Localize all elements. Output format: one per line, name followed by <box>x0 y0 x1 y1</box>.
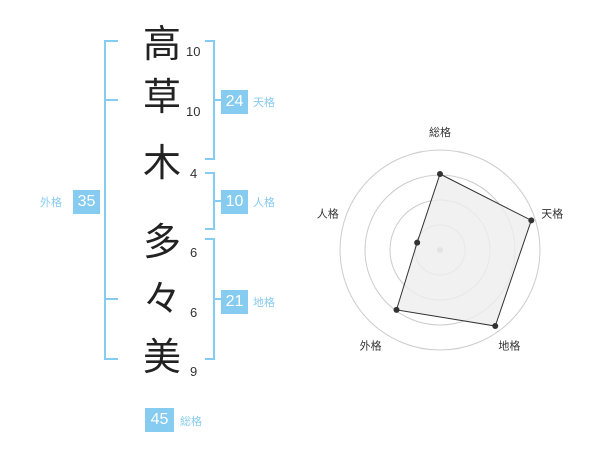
stroke-count-5: 6 <box>190 305 198 320</box>
tenkaku-label: 天格 <box>253 96 275 109</box>
soukaku-value-badge: 45 <box>145 408 174 432</box>
jinkaku-connector <box>213 200 221 202</box>
radar-axis-label-3: 地格 <box>498 338 520 352</box>
tenkaku-connector <box>213 99 221 101</box>
radar-axis-label-1: 総格 <box>429 125 451 139</box>
gaikaku-bracket-bottom <box>104 358 118 360</box>
gaikaku-label: 外格 <box>40 196 62 209</box>
gaikaku-bracket-line <box>104 40 106 360</box>
chikaku-value-badge: 21 <box>221 290 248 314</box>
radar-ring <box>339 149 541 351</box>
name-char-2: 草 <box>142 75 181 119</box>
gaikaku-bracket-top <box>104 40 118 42</box>
stroke-count-4: 6 <box>190 245 198 260</box>
stroke-count-3: 4 <box>190 166 198 181</box>
radar-point-4 <box>393 306 400 313</box>
stroke-count-6: 9 <box>190 364 198 379</box>
stroke-count-1: 10 <box>186 44 201 59</box>
gaikaku-bracket-mid2 <box>104 298 118 300</box>
name-char-4: 多 <box>142 220 181 264</box>
radar-point-5 <box>414 239 421 246</box>
radar-axis-label-2: 天格 <box>541 207 563 221</box>
radar-axis-label-4: 外格 <box>360 338 382 352</box>
radar-axis-label-5: 人格 <box>317 207 339 221</box>
radar-point-1 <box>437 171 443 177</box>
radar-series-polygon <box>395 173 532 327</box>
stroke-count-2: 10 <box>186 104 201 119</box>
radar-point-2 <box>528 217 535 224</box>
jinkaku-value-badge: 10 <box>221 190 248 214</box>
chikaku-connector <box>213 298 221 300</box>
soukaku-label: 総格 <box>180 415 202 428</box>
name-char-6: 美 <box>142 335 181 379</box>
gaikaku-bracket-mid1 <box>104 99 118 101</box>
name-char-3: 木 <box>142 141 181 185</box>
radar-point-3 <box>492 323 499 330</box>
jinkaku-label: 人格 <box>253 196 275 209</box>
chikaku-label: 地格 <box>253 296 275 309</box>
tenkaku-value-badge: 24 <box>221 90 248 114</box>
gaikaku-value-badge: 35 <box>73 190 100 214</box>
name-char-1: 高 <box>142 22 181 66</box>
name-char-5: 々 <box>142 277 181 321</box>
